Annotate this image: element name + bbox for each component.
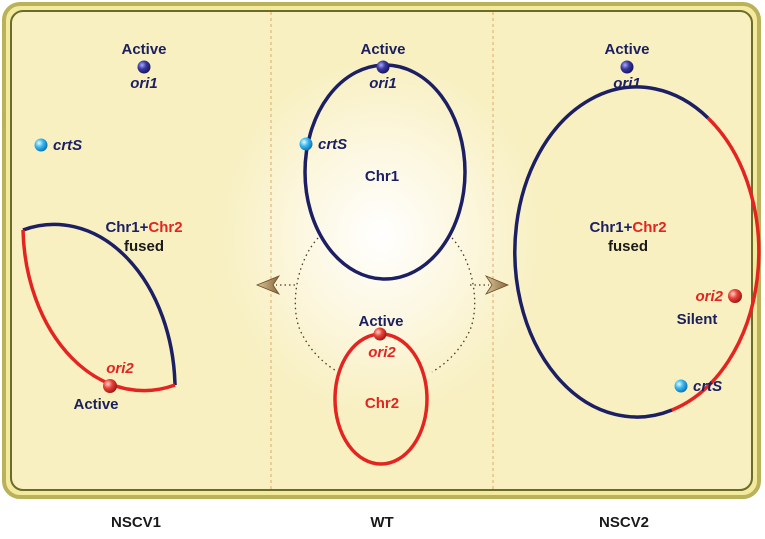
ori2-label: ori2 xyxy=(695,288,723,305)
chr1-crts-label: crtS xyxy=(318,136,347,153)
ori2-state-label: Active xyxy=(73,396,118,413)
chr1-name-label: Chr1 xyxy=(365,168,399,185)
chr2-ori2-label: ori2 xyxy=(368,344,396,361)
ori1-label: ori1 xyxy=(613,75,641,92)
fused-text: fused xyxy=(608,238,648,255)
chr2-ori2-state-label: Active xyxy=(358,313,403,330)
chr2-name-label: Chr2 xyxy=(365,395,399,412)
fused-chromosome-label: Chr1+Chr2 xyxy=(589,219,666,236)
ori2-label: ori2 xyxy=(106,360,134,377)
fused-chromosome-chr1-segment xyxy=(513,85,710,419)
crts-site-marker xyxy=(34,138,48,152)
fused-chromosome-chr2-segment xyxy=(21,229,176,393)
ori1-origin-marker xyxy=(137,60,151,74)
ori1-state-label: Active xyxy=(604,41,649,58)
chr1-crts-marker xyxy=(299,137,313,151)
caption-nscv2: NSCV2 xyxy=(599,514,649,531)
ori2-origin-marker xyxy=(103,379,117,393)
arrow-to-nscv2 xyxy=(470,275,510,295)
ori1-state-label: Active xyxy=(121,41,166,58)
chr1-ori1-label: ori1 xyxy=(369,75,397,92)
chr2-ori2-marker xyxy=(373,327,387,341)
panel-nscv1: Active ori1 crtS Chr1+Chr2 fused ori2 Ac… xyxy=(21,41,183,413)
crts-label: crtS xyxy=(693,378,722,395)
crts-label: crtS xyxy=(53,137,82,154)
cell-container xyxy=(2,2,761,499)
arrow-to-nscv1 xyxy=(255,275,295,295)
ori1-label: ori1 xyxy=(130,75,158,92)
ori1-origin-marker xyxy=(620,60,634,74)
dotted-arc-right xyxy=(431,237,476,373)
fused-chromosome-label: Chr1+Chr2 xyxy=(105,219,182,236)
chr1-ori1-marker xyxy=(376,60,390,74)
fused-text: fused xyxy=(124,238,164,255)
chr1-ori1-state-label: Active xyxy=(360,41,405,58)
crts-site-marker xyxy=(674,379,688,393)
ori2-origin-marker xyxy=(728,289,742,303)
caption-nscv1: NSCV1 xyxy=(111,514,161,531)
ori2-state-label: Silent xyxy=(677,311,718,328)
dotted-arc-left xyxy=(294,237,339,373)
fused-chromosome-chr1-segment xyxy=(22,222,177,386)
caption-wt: WT xyxy=(370,514,393,531)
panel-wt: Active ori1 crtS Chr1 Active ori2 Chr2 xyxy=(255,41,510,466)
fused-chromosome-chr2-segment xyxy=(671,116,761,412)
panel-nscv2: Active ori1 Chr1+Chr2 fused ori2 Silent … xyxy=(513,41,761,419)
